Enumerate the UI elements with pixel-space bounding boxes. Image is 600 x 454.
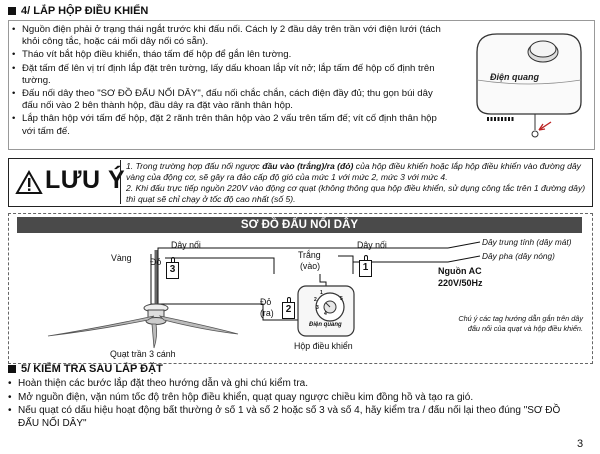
ac-source-voltage: 220V/50Hz <box>438 278 483 288</box>
caution-line-1-bold: đầu vào (trắng)/ra (đỏ) <box>262 161 354 171</box>
section-5-list: Hoàn thiện các bước lắp đặt theo hướng d… <box>8 378 583 431</box>
white-wire-label: Trắng <box>298 250 321 260</box>
caution-divider <box>120 160 121 204</box>
controller-brand-logo: Điện quang <box>309 322 342 328</box>
list-item: Nếu quạt có dấu hiệu hoạt động bất thườn… <box>8 405 583 430</box>
square-bullet-icon <box>8 365 16 373</box>
section-5-title: 5/ KIỂM TRA SAU LẮP ĐẶT <box>21 363 163 375</box>
dial-number: 4 <box>324 311 327 317</box>
wiring-diagram <box>47 241 481 349</box>
wire-tag-1: 1 <box>359 255 372 277</box>
wiring-diagram-title: SƠ ĐỒ ĐẤU NỐI DÂY <box>17 217 582 233</box>
wire-tag-3: 3 <box>166 257 179 279</box>
list-item: Tháo vít bắt hộp điều khiển, tháo tấm đế… <box>12 49 444 61</box>
red-out-label-sub: (ra) <box>260 308 274 318</box>
neutral-wire-label: Dây trung tính (dây mát) <box>482 237 572 247</box>
red-out-label: Đỏ <box>260 297 272 307</box>
yellow-wire-label: Vàng <box>111 253 132 263</box>
wiring-diagram-frame <box>8 213 593 364</box>
caution-text: 1. Trong trường hợp đấu nối ngược đầu và… <box>126 161 588 205</box>
section-4-title: 4/ LẮP HỘP ĐIỀU KHIỂN <box>21 5 149 17</box>
warning-triangle-icon <box>15 170 43 194</box>
fan-caption: Quạt trần 3 cánh <box>110 349 176 359</box>
controller-caption: Hộp điều khiển <box>294 341 353 351</box>
ac-source-label: Nguồn AC <box>438 266 482 276</box>
white-wire-label-sub: (vào) <box>300 261 321 271</box>
caution-label: LƯU Ý <box>45 166 126 194</box>
wire-label-right: Dây nối <box>357 240 387 250</box>
dial-number: 2 <box>314 297 317 303</box>
list-item: Đặt tấm đế lên vị trí định lắp đặt trên … <box>12 63 444 87</box>
caution-line-1-end: của hộp điều khiển hoặc lắp hộp điều khi… <box>126 161 581 182</box>
list-item: Lắp thân hộp với tấm đế hộp, đặt 2 rãnh … <box>12 113 444 137</box>
caution-box <box>8 158 593 207</box>
section-4-list: Nguồn điện phải ở trạng thái ngắt trước … <box>12 24 444 139</box>
list-item: Mở nguồn điện, vặn núm tốc độ trên hộp đ… <box>8 392 583 405</box>
wire-tag-2: 2 <box>282 297 295 319</box>
dial-number: 3 <box>316 305 319 311</box>
section-4-heading: 4/ LẮP HỘP ĐIỀU KHIỂN <box>8 5 148 17</box>
wire-label-left: Dây nối <box>171 240 201 250</box>
caution-line-2: 2. Khi đấu trực tiếp nguồn 220V vào động… <box>126 183 586 204</box>
phase-wire-label: Dây pha (dây nóng) <box>482 251 555 261</box>
caution-line-1-start: 1. Trong trường hợp đấu nối ngược <box>126 161 263 171</box>
red-wire-label: Đỏ <box>150 257 162 267</box>
tag-note: Chú ý các tag hướng dẫn gắn trên dây đấu… <box>420 314 583 333</box>
dial-number: 1 <box>320 290 323 296</box>
device-brand-logo: Điện quang <box>490 72 539 82</box>
dial-number: 5 <box>340 296 343 302</box>
list-item: Nguồn điện phải ở trạng thái ngắt trước … <box>12 24 444 48</box>
square-bullet-icon <box>8 7 16 15</box>
list-item: Đấu nối dây theo "SƠ ĐỒ ĐẤU NỐI DÂY", đấ… <box>12 88 444 112</box>
controller-box-illustration <box>476 33 582 138</box>
section-5-heading: 5/ KIỂM TRA SAU LẮP ĐẶT <box>8 363 163 375</box>
tag-note-line-1: Chú ý các tag hướng dẫn gắn trên dây <box>458 314 583 323</box>
section-4-box <box>8 20 595 150</box>
tag-note-line-2: đấu nối của quạt và hộp điều khiển. <box>467 323 583 333</box>
list-item: Hoàn thiện các bước lắp đặt theo hướng d… <box>8 378 583 391</box>
page-number: 3 <box>577 438 584 450</box>
